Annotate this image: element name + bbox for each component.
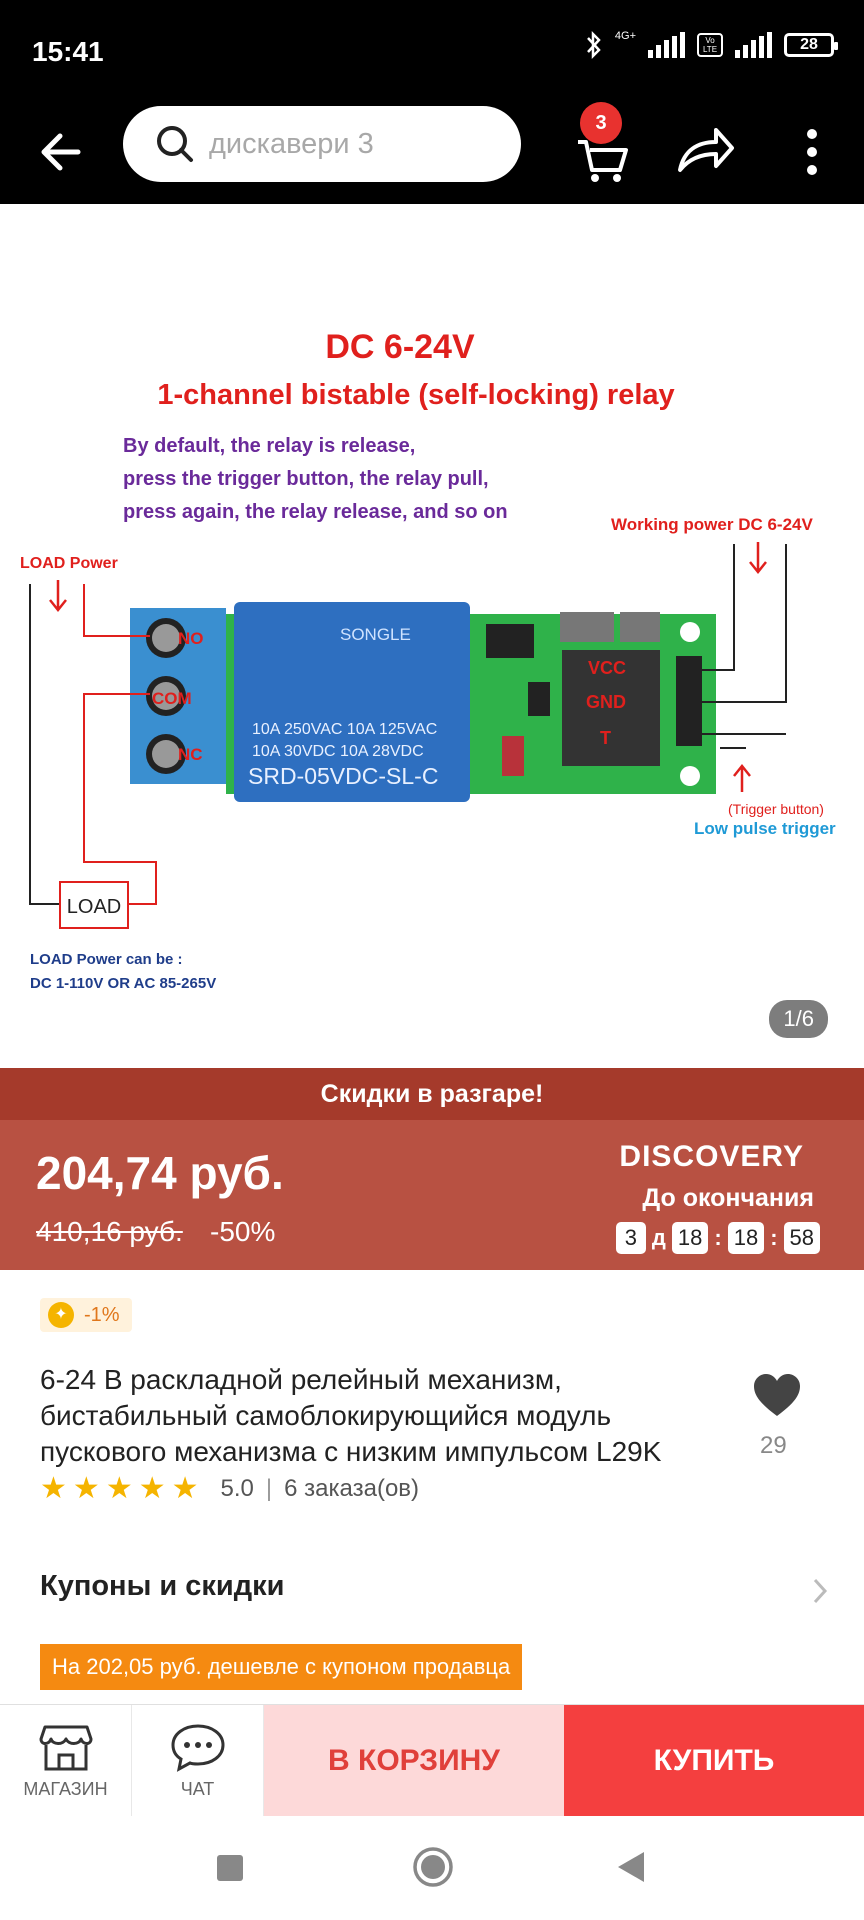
relay-model: SRD-05VDC-SL-C — [248, 763, 438, 789]
store-button[interactable]: МАГАЗИН — [0, 1705, 132, 1817]
price-block: 204,74 руб. 410,16 руб. -50% DISCOVERY Д… — [0, 1120, 864, 1270]
search-icon — [157, 126, 193, 162]
status-icons: 4G+ Vo LTE 28 — [585, 30, 838, 60]
store-label: МАГАЗИН — [23, 1778, 108, 1799]
chevron-right-icon — [813, 1578, 828, 1604]
diagram-desc-2: press the trigger button, the relay pull… — [123, 468, 489, 490]
coupons-title: Купоны и скидки — [40, 1570, 285, 1602]
bluetooth-icon — [586, 30, 601, 60]
coin-icon: ✦ — [48, 1302, 74, 1328]
old-price: 410,16 руб. — [36, 1216, 183, 1247]
timer-label: До окончания — [642, 1184, 814, 1212]
rating-stars: ★ ★ ★ ★ ★ — [40, 1474, 199, 1504]
terminal-no: NO — [178, 629, 204, 648]
load-box-label: LOAD — [67, 896, 121, 918]
pin-gnd: GND — [586, 692, 626, 712]
relay-diagram: DC 6-24V 1-channel bistable (self-lockin… — [20, 328, 836, 992]
pin-t: T — [600, 728, 611, 748]
diagram-desc-1: By default, the relay is release, — [123, 435, 415, 457]
cart-count-badge: 3 — [580, 102, 622, 144]
chat-button[interactable]: ЧАТ — [132, 1705, 264, 1817]
buy-now-button[interactable]: КУПИТЬ — [564, 1705, 864, 1817]
working-power-label: Working power DC 6-24V — [611, 515, 813, 534]
star-icon: ★ — [105, 1472, 133, 1505]
diagram-heading: DC 6-24V — [325, 328, 475, 366]
favorite-button[interactable] — [752, 1372, 802, 1422]
timer-days: 3 — [615, 1222, 646, 1254]
system-navigation-bar — [0, 1816, 864, 1920]
share-icon — [678, 128, 734, 172]
more-menu-button[interactable] — [792, 122, 832, 182]
rating-separator: | — [265, 1475, 273, 1502]
promo-banner: Скидки в разгаре! — [0, 1068, 864, 1120]
cart-button[interactable] — [572, 116, 632, 186]
status-time: 15:41 — [32, 36, 104, 67]
chat-label: ЧАТ — [180, 1778, 215, 1799]
search-input[interactable]: дискавери 3 — [123, 106, 521, 182]
image-counter: 1/6 — [769, 1000, 828, 1038]
relay-specs-2: 10A 30VDC 10A 28VDC — [252, 743, 424, 760]
search-text: дискавери 3 — [209, 127, 374, 160]
current-price: 204,74 руб. — [36, 1147, 284, 1199]
product-title: 6-24 В раскладной релейный механизм, бис… — [40, 1364, 662, 1467]
rating-row[interactable]: ★ ★ ★ ★ ★ 5.0 | 6 заказа(ов) — [40, 1474, 419, 1504]
countdown-timer: 3 д 18 : 18 : 58 — [615, 1222, 820, 1254]
coin-discount-text: -1% — [84, 1303, 120, 1326]
action-bar: МАГАЗИН ЧАТ В КОРЗИНУ КУПИТЬ — [0, 1704, 864, 1817]
load-note-2: DC 1-110V OR AC 85-265V — [30, 975, 216, 992]
signal-icon-2 — [735, 32, 772, 58]
star-icon: ★ — [138, 1472, 166, 1505]
more-vertical-icon — [807, 129, 817, 175]
timer-seconds: 58 — [783, 1222, 820, 1254]
chat-icon — [170, 1723, 225, 1772]
discount-percent: -50% — [210, 1216, 276, 1247]
coupon-tag[interactable]: На 202,05 руб. дешевле с купоном продавц… — [40, 1644, 523, 1690]
arrow-left-icon — [41, 133, 81, 171]
top-nav: дискавери 3 3 — [0, 102, 864, 204]
relay-brand: SONGLE — [340, 625, 411, 644]
load-power-label: LOAD Power — [20, 555, 118, 572]
back-triangle-icon[interactable] — [616, 1850, 646, 1884]
diagram-desc-3: press again, the relay release, and so o… — [123, 501, 508, 523]
diagram-subheading: 1-channel bistable (self-locking) relay — [157, 379, 674, 411]
signal-icon — [648, 32, 685, 58]
recent-apps-icon[interactable] — [216, 1854, 244, 1882]
heart-icon — [754, 1374, 800, 1416]
battery-icon: 28 — [784, 33, 838, 57]
discovery-logo: DISCOVERY — [619, 1140, 804, 1173]
star-icon: ★ — [171, 1472, 199, 1505]
timer-hours: 18 — [671, 1222, 709, 1254]
network-4g-label: 4G+ — [614, 30, 636, 42]
timer-minutes: 18 — [727, 1222, 765, 1254]
load-note-1: LOAD Power can be : — [30, 951, 183, 968]
store-icon — [39, 1725, 92, 1770]
timer-days-unit: д — [651, 1225, 666, 1250]
back-button[interactable] — [38, 124, 88, 180]
volte-icon: Vo LTE — [697, 33, 723, 57]
star-icon: ★ — [40, 1472, 67, 1505]
add-to-cart-button[interactable]: В КОРЗИНУ — [264, 1705, 564, 1817]
favorite-count: 29 — [760, 1432, 787, 1459]
orders-count: 6 заказа(ов) — [284, 1475, 420, 1502]
terminal-com: COM — [152, 689, 192, 708]
rating-value: 5.0 — [220, 1475, 254, 1502]
status-bar: 15:41 4G+ Vo LTE 28 — [0, 0, 864, 102]
coupons-row[interactable]: Купоны и скидки — [40, 1570, 830, 1610]
coin-discount-badge: ✦ -1% — [40, 1298, 132, 1332]
share-button[interactable] — [676, 122, 736, 178]
cart-icon — [578, 140, 628, 182]
relay-specs-1: 10A 250VAC 10A 125VAC — [252, 721, 437, 738]
product-image-gallery[interactable]: DC 6-24V 1-channel bistable (self-lockin… — [0, 204, 864, 1068]
home-icon[interactable] — [412, 1846, 454, 1888]
terminal-nc: NC — [178, 745, 203, 764]
pin-vcc: VCC — [588, 658, 626, 678]
star-icon: ★ — [72, 1472, 100, 1505]
trigger-button-label: (Trigger button) — [728, 801, 824, 817]
low-pulse-label: Low pulse trigger — [694, 819, 836, 838]
